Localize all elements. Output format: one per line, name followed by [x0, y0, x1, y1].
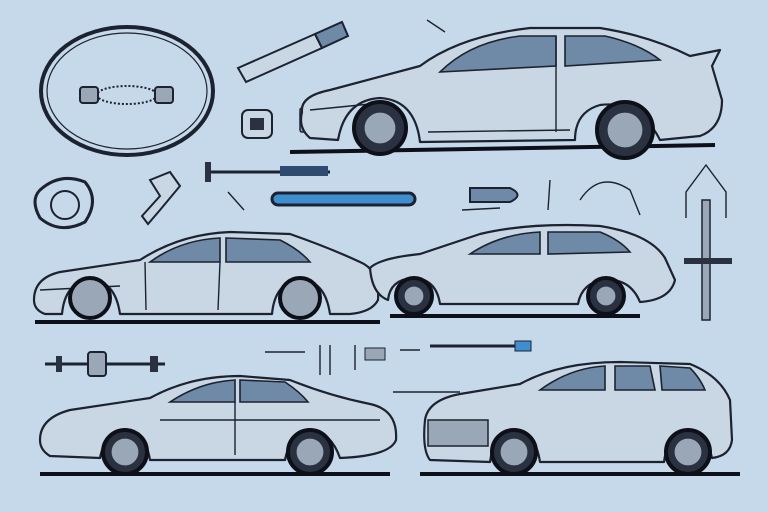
- axle-shaft: [45, 351, 165, 377]
- fork-tool: [684, 163, 732, 321]
- hatchback-middle-right: [368, 223, 677, 318]
- shock-absorber: [236, 19, 446, 84]
- sedan-middle-left: [32, 230, 380, 324]
- suv-bottom-right: [420, 360, 740, 476]
- sedan-bottom-left: [38, 374, 398, 476]
- bracket-parts: [33, 162, 330, 230]
- hook: [547, 179, 641, 216]
- ring-gasket: [39, 25, 215, 157]
- blue-rod: [270, 191, 417, 207]
- tool-rods: [265, 340, 532, 393]
- nozzle: [461, 187, 519, 211]
- coupe-top-right: [289, 26, 724, 160]
